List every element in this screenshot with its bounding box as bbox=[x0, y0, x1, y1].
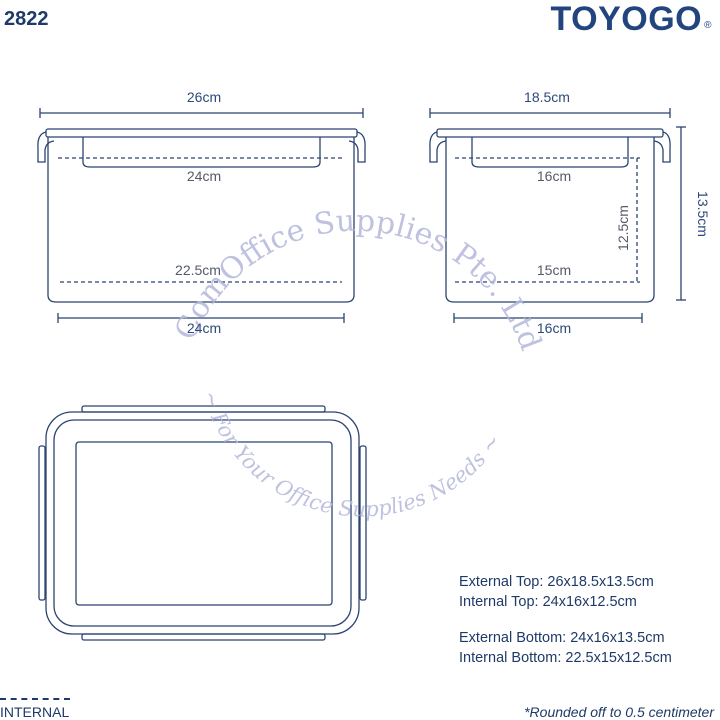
side-view bbox=[37, 108, 366, 323]
side-bottom-external-label: 24cm bbox=[187, 320, 221, 336]
spec-external-top: External Top: 26x18.5x13.5cm bbox=[459, 574, 654, 590]
end-internal-height-label: 12.5cm bbox=[615, 205, 631, 251]
legend-dashed-line bbox=[0, 698, 70, 700]
spec-internal-bottom: Internal Bottom: 22.5x15x12.5cm bbox=[459, 650, 672, 666]
spec-external-bottom: External Bottom: 24x16x13.5cm bbox=[459, 630, 665, 646]
end-right-latch bbox=[653, 131, 671, 163]
end-lid-seal bbox=[471, 137, 629, 168]
end-view bbox=[429, 108, 686, 323]
end-lid bbox=[436, 128, 664, 138]
side-top-external-label: 26cm bbox=[187, 89, 221, 105]
side-lid bbox=[45, 128, 358, 138]
brand-logo: TOYOGO® bbox=[551, 0, 713, 39]
registered-mark: ® bbox=[704, 20, 712, 31]
side-body bbox=[47, 137, 355, 303]
top-lid-rim bbox=[53, 419, 352, 627]
model-number: 2822 bbox=[4, 8, 49, 30]
side-left-latch bbox=[37, 131, 55, 163]
top-latch-right bbox=[359, 445, 367, 601]
end-body bbox=[445, 137, 655, 303]
top-view bbox=[38, 405, 367, 641]
top-latch-lower bbox=[81, 633, 326, 641]
side-top-internal-label: 24cm bbox=[187, 168, 221, 184]
top-latch-left bbox=[38, 445, 46, 601]
end-external-height-label: 13.5cm bbox=[695, 191, 711, 237]
top-lid-panel bbox=[75, 441, 333, 606]
top-lid-outer bbox=[45, 411, 360, 635]
end-left-latch bbox=[429, 131, 447, 163]
brand-name: TOYOGO bbox=[550, 0, 703, 38]
legend-label: INTERNAL bbox=[0, 704, 70, 720]
side-lid-seal bbox=[82, 137, 321, 168]
side-bottom-internal-label: 22.5cm bbox=[175, 262, 221, 278]
footnote: *Rounded off to 0.5 centimeter bbox=[524, 704, 714, 720]
end-top-internal-label: 16cm bbox=[537, 168, 571, 184]
end-top-external-label: 18.5cm bbox=[524, 89, 570, 105]
watermark-tagline: ~ For Your Office Supplies Needs ~ bbox=[198, 388, 506, 522]
spec-internal-top: Internal Top: 24x16x12.5cm bbox=[459, 594, 637, 610]
watermark: ComOffice Supplies Pte. Ltd. ~ For Your … bbox=[0, 0, 548, 521]
end-bottom-internal-label: 15cm bbox=[537, 262, 571, 278]
end-bottom-external-label: 16cm bbox=[537, 320, 571, 336]
